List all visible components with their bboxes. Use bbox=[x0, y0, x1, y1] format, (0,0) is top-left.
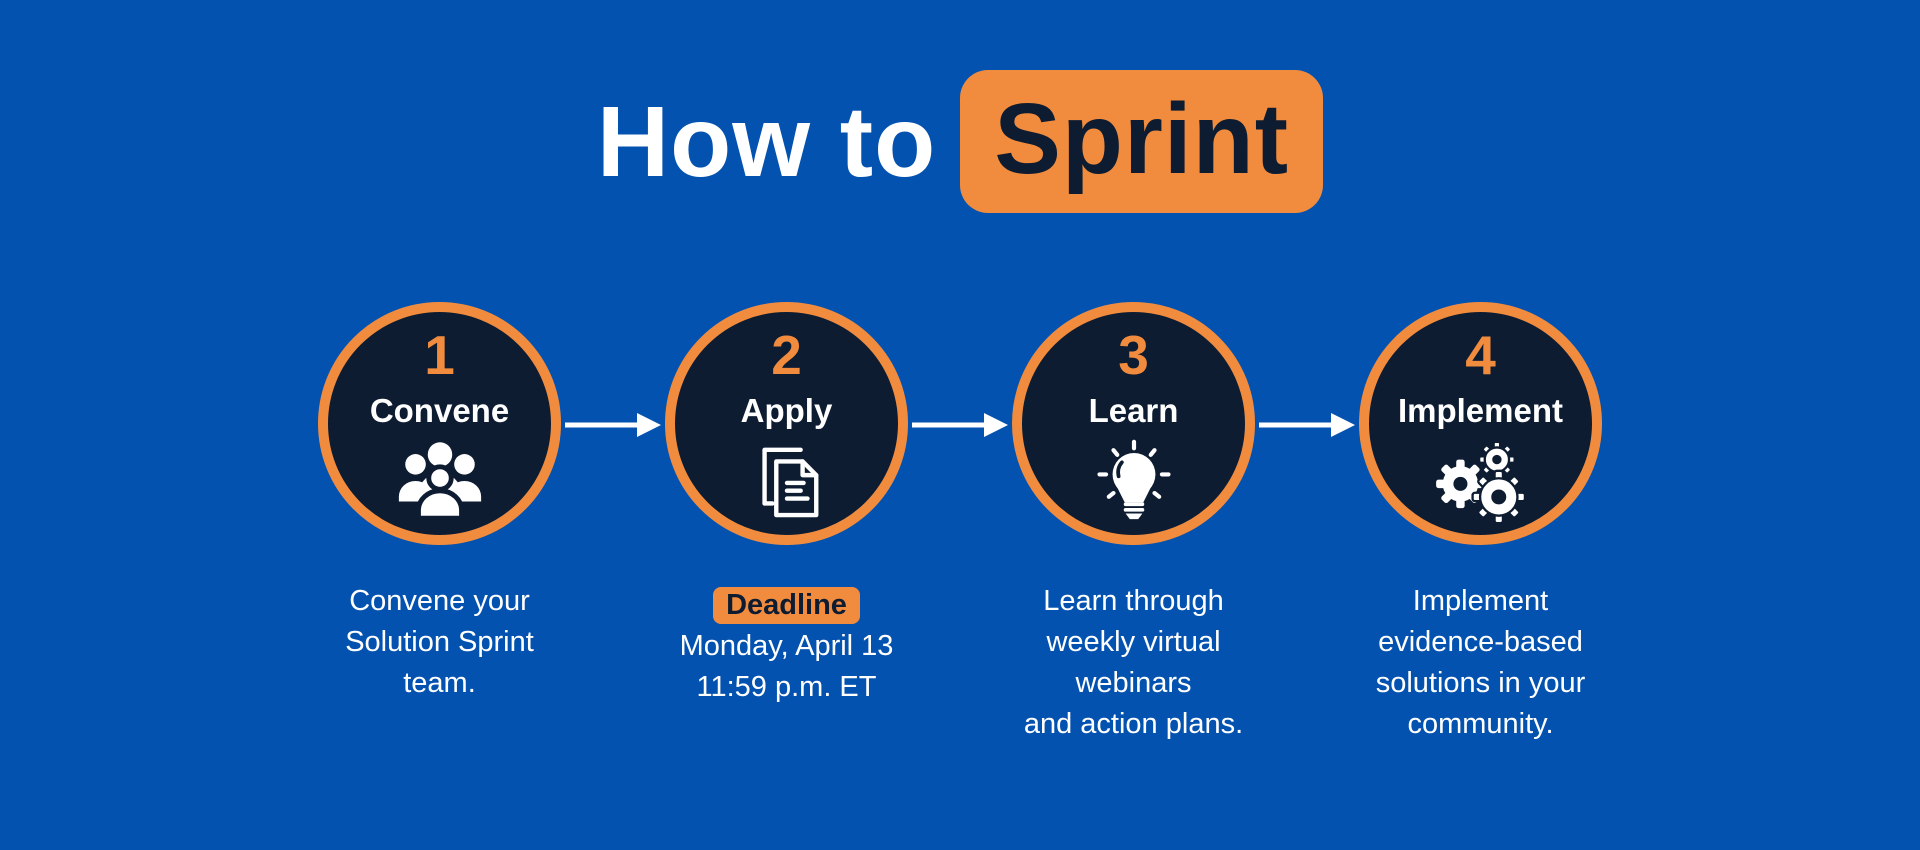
step-4-implement: 4 Implement bbox=[1307, 302, 1654, 745]
step-number: 3 bbox=[1118, 324, 1149, 386]
step-2-apply: 2 Apply bbox=[613, 302, 960, 708]
step-number: 2 bbox=[771, 324, 802, 386]
step-4-circle: 4 Implement bbox=[1359, 302, 1602, 545]
title-prefix: How to bbox=[596, 85, 937, 198]
steps-row: 1 Convene bbox=[266, 302, 1654, 745]
step-number: 1 bbox=[424, 324, 455, 386]
documents-icon bbox=[748, 439, 826, 526]
step-number: 4 bbox=[1465, 324, 1496, 386]
step-caption-wrap: Deadline Monday, April 13 11:59 p.m. ET bbox=[679, 587, 894, 708]
step-2-circle: 2 Apply bbox=[665, 302, 908, 545]
step-caption: Learn through weekly virtual webinars an… bbox=[1023, 585, 1244, 740]
step-label: Convene bbox=[369, 392, 510, 429]
page-title: How to Sprint bbox=[0, 70, 1920, 213]
people-group-icon bbox=[393, 439, 487, 524]
step-caption: Implement evidence-based solutions in yo… bbox=[1375, 585, 1586, 740]
step-label: Learn bbox=[1088, 392, 1179, 429]
step-label: Implement bbox=[1397, 392, 1564, 429]
gears-icon bbox=[1433, 439, 1529, 530]
step-3-circle: 3 Learn bbox=[1012, 302, 1255, 545]
deadline-badge: Deadline bbox=[713, 587, 860, 624]
arrow-right-icon bbox=[565, 412, 661, 438]
step-3-learn: 3 Learn bbox=[960, 302, 1307, 745]
step-caption: Monday, April 13 11:59 p.m. ET bbox=[679, 630, 894, 703]
title-highlight-sprint: Sprint bbox=[960, 70, 1324, 213]
step-1-circle: 1 Convene bbox=[318, 302, 561, 545]
step-1-convene: 1 Convene bbox=[266, 302, 613, 704]
step-label: Apply bbox=[740, 392, 833, 429]
step-caption: Convene your Solution Sprint team. bbox=[345, 585, 534, 699]
arrow-right-icon bbox=[912, 412, 1008, 438]
arrow-right-icon bbox=[1259, 412, 1355, 438]
lightbulb-icon bbox=[1094, 439, 1174, 526]
